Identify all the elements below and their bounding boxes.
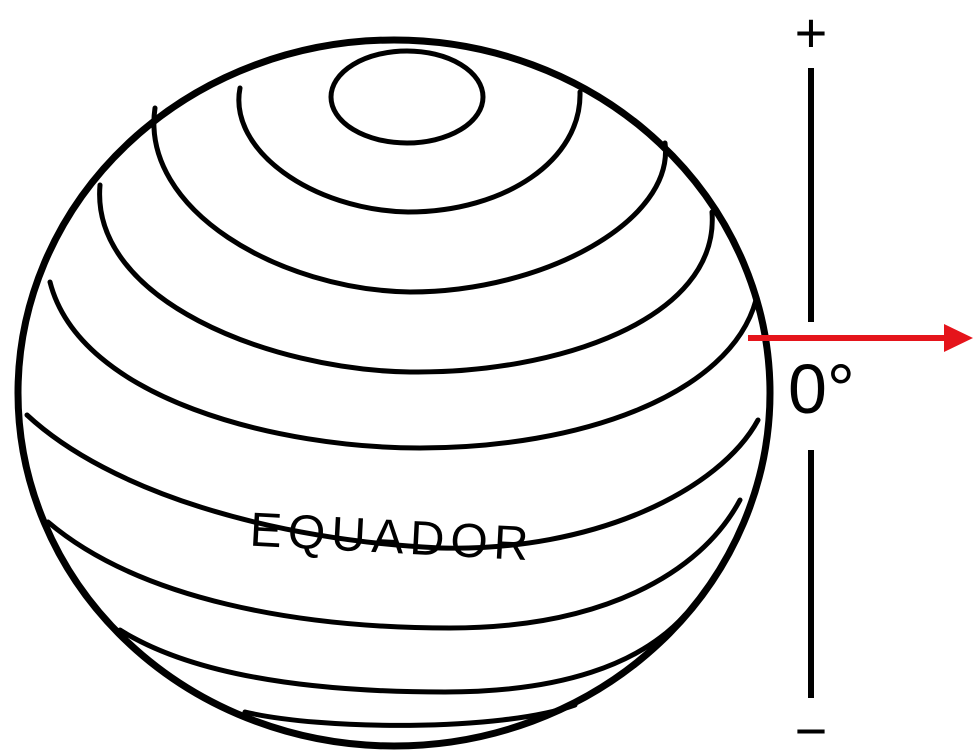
plus-sign: + <box>795 1 828 64</box>
minus-sign: − <box>795 699 828 753</box>
latitude-line-5 <box>24 412 761 551</box>
globe <box>14 36 774 750</box>
equator-label: EQUADOR <box>249 504 536 572</box>
latitude-line-4 <box>47 279 759 451</box>
arrow-head-icon <box>944 324 973 352</box>
equator-arrow <box>748 324 973 352</box>
pole-circle-inner <box>328 48 486 146</box>
latitude-line-7 <box>117 612 688 695</box>
globe-outline <box>14 36 774 750</box>
latitude-line-3 <box>97 182 715 375</box>
latitude-line-2 <box>151 105 668 295</box>
vertical-axis: + − 0° <box>788 1 855 753</box>
zero-degrees-label: 0° <box>788 350 855 428</box>
latitude-line-8 <box>242 702 578 728</box>
latitude-line-1 <box>236 85 583 215</box>
latitude-line-6 <box>45 497 743 631</box>
